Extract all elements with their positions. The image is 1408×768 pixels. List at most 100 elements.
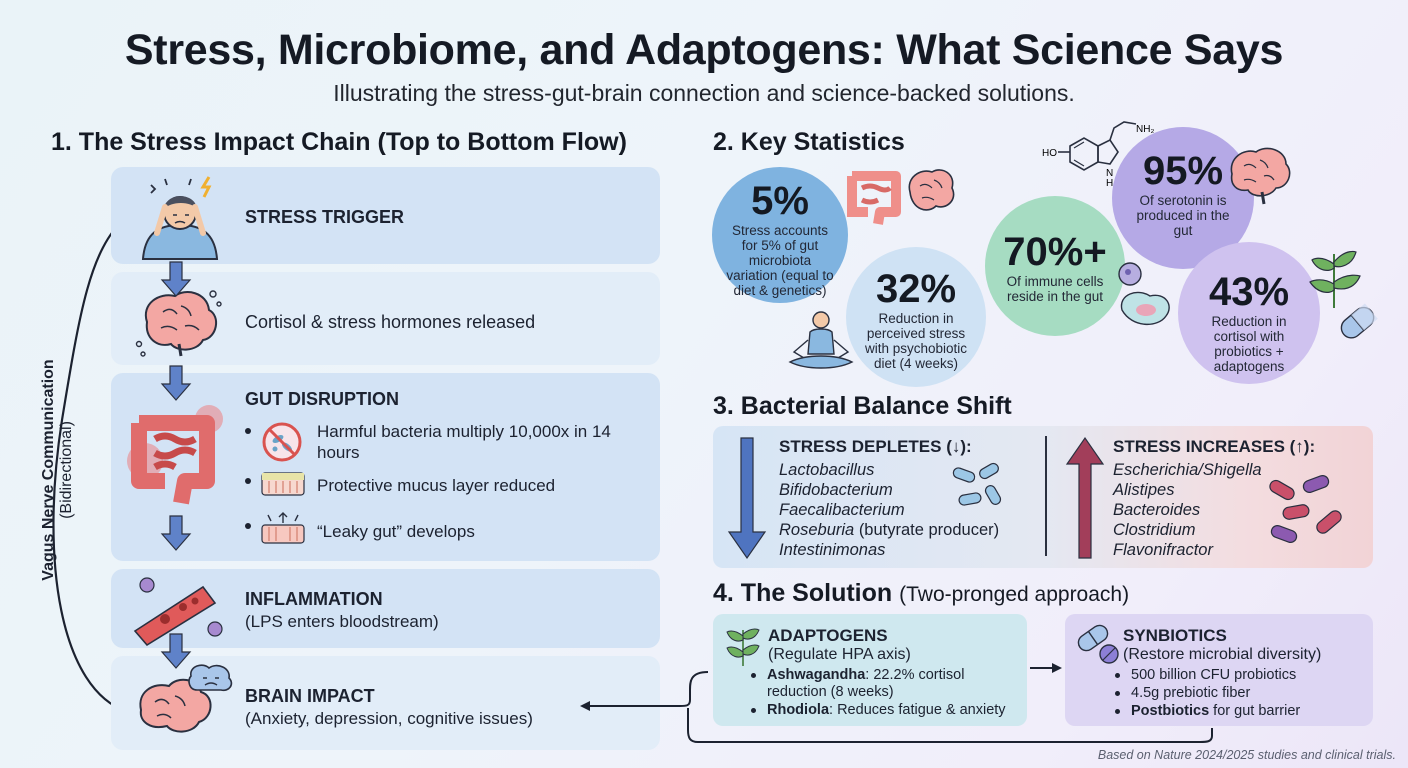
chain-card-stress-trigger: STRESS TRIGGER <box>111 167 660 264</box>
postbiotics-text: for gut barrier <box>1209 703 1301 719</box>
section3-heading: 3. Bacterial Balance Shift <box>713 392 1012 420</box>
cortisol-text: Cortisol & stress hormones released <box>245 312 536 332</box>
bacteria-prohibited-icon <box>262 422 302 462</box>
adaptogens-title: ADAPTOGENS <box>768 626 888 645</box>
immune-cell-icon <box>1118 262 1170 325</box>
page-title: Stress, Microbiome, and Adaptogens: What… <box>124 26 1284 74</box>
gut-disruption-title: GUT DISRUPTION <box>245 389 400 409</box>
stat-32-desc: Reduction in perceived stress with psych… <box>864 311 968 371</box>
stress-trigger-title: STRESS TRIGGER <box>245 207 405 227</box>
fiber-text: 4.5g prebiotic fiber <box>1131 685 1251 701</box>
capsule-pill-icon <box>1077 624 1119 664</box>
bullet-leaky-gut: “Leaky gut” develops <box>245 509 625 549</box>
herb-icon <box>726 628 760 666</box>
stat-bubble-43: 43% Reduction in cortisol with probiotic… <box>1178 242 1320 384</box>
brain-icon <box>135 290 222 357</box>
depletes-arrow <box>727 437 767 560</box>
serotonin-nh2: NH₂ <box>1136 124 1154 135</box>
serotonin-molecule-icon: HO NH₂ N H <box>1042 121 1154 189</box>
harmful-bacteria-icon <box>1269 475 1342 543</box>
rhodiola-text: : Reduces fatigue & anxiety <box>829 702 1006 718</box>
stat-70-value: 70%+ <box>1003 230 1107 274</box>
ashwagandha-label: Ashwagandha <box>767 667 866 683</box>
bullet-harmful-bacteria-text: Harmful bacteria multiply 10,000x in 14 … <box>317 422 611 462</box>
increases-arrow <box>1065 436 1105 559</box>
increases-item: Clostridium <box>1113 521 1196 539</box>
inflammation-title: INFLAMMATION <box>245 589 383 609</box>
brain-impact-title: BRAIN IMPACT <box>245 686 375 706</box>
blood-vessel-icon <box>133 577 223 647</box>
stressed-person-icon <box>141 176 219 260</box>
postbiotics-label: Postbiotics <box>1131 703 1210 719</box>
synbiotics-box: SYNBIOTICS (Restore microbial diversity)… <box>1065 614 1373 726</box>
roseburia-note: (butyrate producer) <box>858 521 1000 539</box>
stat-95-desc: Of serotonin is produced in the gut <box>1136 193 1230 238</box>
brain-cloud-icon <box>139 664 233 733</box>
section4-heading: 4. The Solution (Two-pronged approach) <box>713 579 1129 608</box>
ashwagandha-text: : 22.2% cortisol reduction (8 weeks) <box>767 667 965 700</box>
depletes-item: Bifidobacterium <box>779 481 893 499</box>
stat-bubble-95: 95% Of serotonin is produced in the gut <box>1112 127 1254 269</box>
flow-arrow-4 <box>160 633 192 669</box>
stat-32-value: 32% <box>875 267 957 311</box>
flow-arrow-1 <box>160 261 192 297</box>
section2-heading: 2. Key Statistics <box>713 128 905 156</box>
stat-43-value: 43% <box>1208 270 1290 314</box>
probiotics-text: 500 billion CFU probiotics <box>1131 667 1297 683</box>
depletes-title: STRESS DEPLETES (↓): <box>779 437 972 456</box>
section1-heading: 1. The Stress Impact Chain (Top to Botto… <box>51 128 627 156</box>
stat-bubble-70: 70%+ Of immune cells reside in the gut <box>985 196 1125 336</box>
footnote: Based on Nature 2024/2025 studies and cl… <box>1097 748 1396 762</box>
synbiotics-title: SYNBIOTICS <box>1123 626 1227 645</box>
rhodiola-label: Rhodiola <box>767 702 830 718</box>
stat-95-value: 95% <box>1142 149 1224 193</box>
serotonin-h: H <box>1106 178 1113 189</box>
flow-arrow-2 <box>160 365 192 401</box>
chain-card-inflammation: INFLAMMATION (LPS enters bloodstream) <box>111 569 660 648</box>
serotonin-n: N <box>1106 168 1113 179</box>
depletes-item: Intestinimonas <box>779 541 886 559</box>
bacteria-divider <box>1045 436 1047 556</box>
stat-bubble-32: 32% Reduction in perceived stress with p… <box>846 247 986 387</box>
increases-list: Escherichia/Shigella Alistipes Bacteroid… <box>1113 460 1262 560</box>
bacterial-balance-panel: STRESS DEPLETES (↓): Lactobacillus Bifid… <box>713 426 1373 568</box>
stat-43-desc: Reduction in cortisol with probiotics + … <box>1211 314 1287 374</box>
chain-card-cortisol: Cortisol & stress hormones released <box>111 272 660 365</box>
increases-item: Flavonifractor <box>1113 541 1213 559</box>
bullet-mucus-text: Protective mucus layer reduced <box>317 476 556 495</box>
depletes-item: Lactobacillus <box>779 461 875 479</box>
bullet-mucus: Protective mucus layer reduced <box>245 471 625 501</box>
leaky-gut-icon <box>261 512 305 544</box>
synbiotics-subtitle: (Restore microbial diversity) <box>1123 646 1322 663</box>
adaptogens-box: ADAPTOGENS (Regulate HPA axis) Ashwagand… <box>713 614 1027 726</box>
depletes-item: Roseburia <box>779 521 855 539</box>
flow-arrow-3 <box>160 515 192 551</box>
chain-card-gut-disruption: GUT DISRUPTION Harmful bacteria multiply… <box>111 373 660 561</box>
adaptogens-subtitle: (Regulate HPA axis) <box>768 646 911 663</box>
increases-item: Bacteroides <box>1113 501 1201 519</box>
depletes-item: Faecalibacterium <box>779 501 905 519</box>
increases-title: STRESS INCREASES (↑): <box>1113 437 1316 456</box>
section4-heading-text: 4. The Solution <box>713 579 893 607</box>
inflamed-intestine-icon <box>127 405 223 505</box>
bullet-leaky-gut-text: “Leaky gut” develops <box>317 522 475 541</box>
bullet-harmful-bacteria: Harmful bacteria multiply 10,000x in 14 … <box>245 421 625 465</box>
brain-icon-serotonin <box>1230 147 1291 205</box>
increases-item: Escherichia/Shigella <box>1113 461 1262 479</box>
brain-impact-subtitle: (Anxiety, depression, cognitive issues) <box>245 709 533 728</box>
increases-item: Alistipes <box>1113 481 1175 499</box>
stat-70-desc: Of immune cells reside in the gut <box>1006 274 1104 304</box>
chain-card-brain-impact: BRAIN IMPACT (Anxiety, depression, cogni… <box>111 656 660 750</box>
good-bacteria-icon <box>952 462 1002 506</box>
inflammation-subtitle: (LPS enters bloodstream) <box>245 612 439 631</box>
stat-5-value: 5% <box>751 179 809 223</box>
intestine-brain-icon <box>847 169 955 225</box>
plant-capsule-icon <box>1309 250 1378 339</box>
stat-5-desc: Stress accounts for 5% of gut microbiota… <box>726 223 834 298</box>
page-subtitle: Illustrating the stress-gut-brain connec… <box>333 80 1075 106</box>
section4-heading-note: (Two-pronged approach) <box>899 583 1130 606</box>
meditation-icon <box>788 311 854 369</box>
serotonin-ho: HO <box>1042 148 1057 159</box>
mucus-layer-icon <box>261 472 305 496</box>
